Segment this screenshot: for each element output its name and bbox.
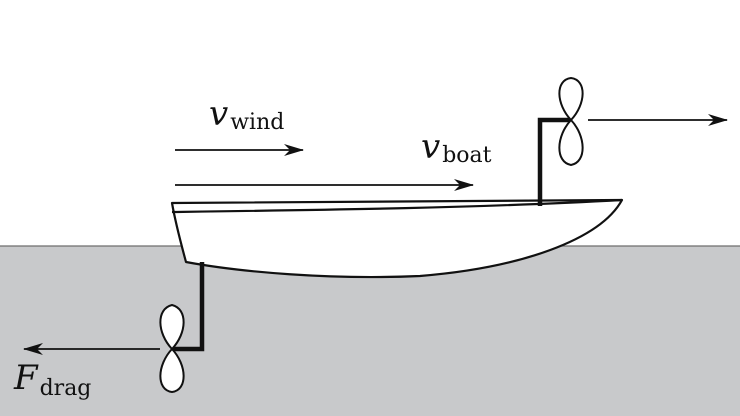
water-propeller-shaft	[172, 262, 205, 352]
water-propeller-icon	[159, 303, 185, 394]
boat-hull	[170, 198, 624, 279]
air-propeller-mast	[537, 117, 571, 206]
label-v-boat: vboat	[421, 127, 492, 168]
label-f-drag-subscript: drag	[40, 376, 92, 401]
label-v-wind-symbol: v	[209, 94, 228, 134]
label-f-drag-symbol: F	[13, 358, 39, 398]
label-v-boat-symbol: v	[421, 127, 440, 167]
label-v-wind: vwind	[209, 94, 284, 135]
label-f-drag: Fdrag	[13, 358, 91, 401]
boat-deck-line	[171, 198, 623, 214]
label-v-wind-subscript: wind	[230, 110, 284, 135]
label-v-boat-subscript: boat	[442, 143, 491, 168]
air-propeller-icon	[558, 76, 584, 167]
